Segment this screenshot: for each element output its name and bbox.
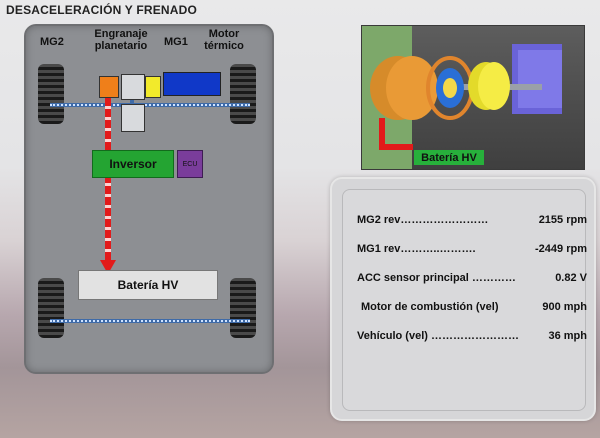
engine-label: Motor térmico bbox=[204, 28, 244, 52]
front-left-wheel bbox=[38, 64, 64, 124]
front-axle bbox=[50, 103, 250, 107]
rear-left-wheel bbox=[38, 278, 64, 338]
rear-axle bbox=[50, 319, 250, 323]
readout-list: MG2 rev…………………… 2155 rpm MG1 rev………..………… bbox=[342, 189, 587, 411]
readout-panel: MG2 rev…………………… 2155 rpm MG1 rev………..………… bbox=[330, 177, 596, 421]
energy-flow-arrow bbox=[105, 98, 111, 266]
hv-battery-box: Batería HV bbox=[78, 270, 218, 300]
planetary-battery-label: Batería HV bbox=[414, 150, 484, 165]
chassis-diagram: MG2 Engranaje planetario MG1 Motor térmi… bbox=[24, 24, 274, 374]
mg2-component bbox=[99, 76, 119, 98]
planetary-gear-component bbox=[121, 74, 145, 100]
planetary-gear-illustration bbox=[370, 44, 562, 150]
planetary-gear-view: Batería HV bbox=[361, 25, 585, 170]
page-title: DESACELERACIÓN Y FRENADO bbox=[6, 3, 198, 17]
drive-link bbox=[130, 98, 134, 108]
mg2-label: MG2 bbox=[40, 36, 64, 48]
ecu-box: ECU bbox=[177, 150, 203, 178]
inverter-box: Inversor bbox=[92, 150, 174, 178]
planetary-gear-label: Engranaje planetario bbox=[94, 28, 148, 52]
mg1-component bbox=[145, 76, 161, 98]
front-right-wheel bbox=[230, 64, 256, 124]
reduction-gear-component bbox=[121, 104, 145, 132]
rear-right-wheel bbox=[230, 278, 256, 338]
engine-component bbox=[163, 72, 221, 96]
mg1-label: MG1 bbox=[164, 36, 188, 48]
